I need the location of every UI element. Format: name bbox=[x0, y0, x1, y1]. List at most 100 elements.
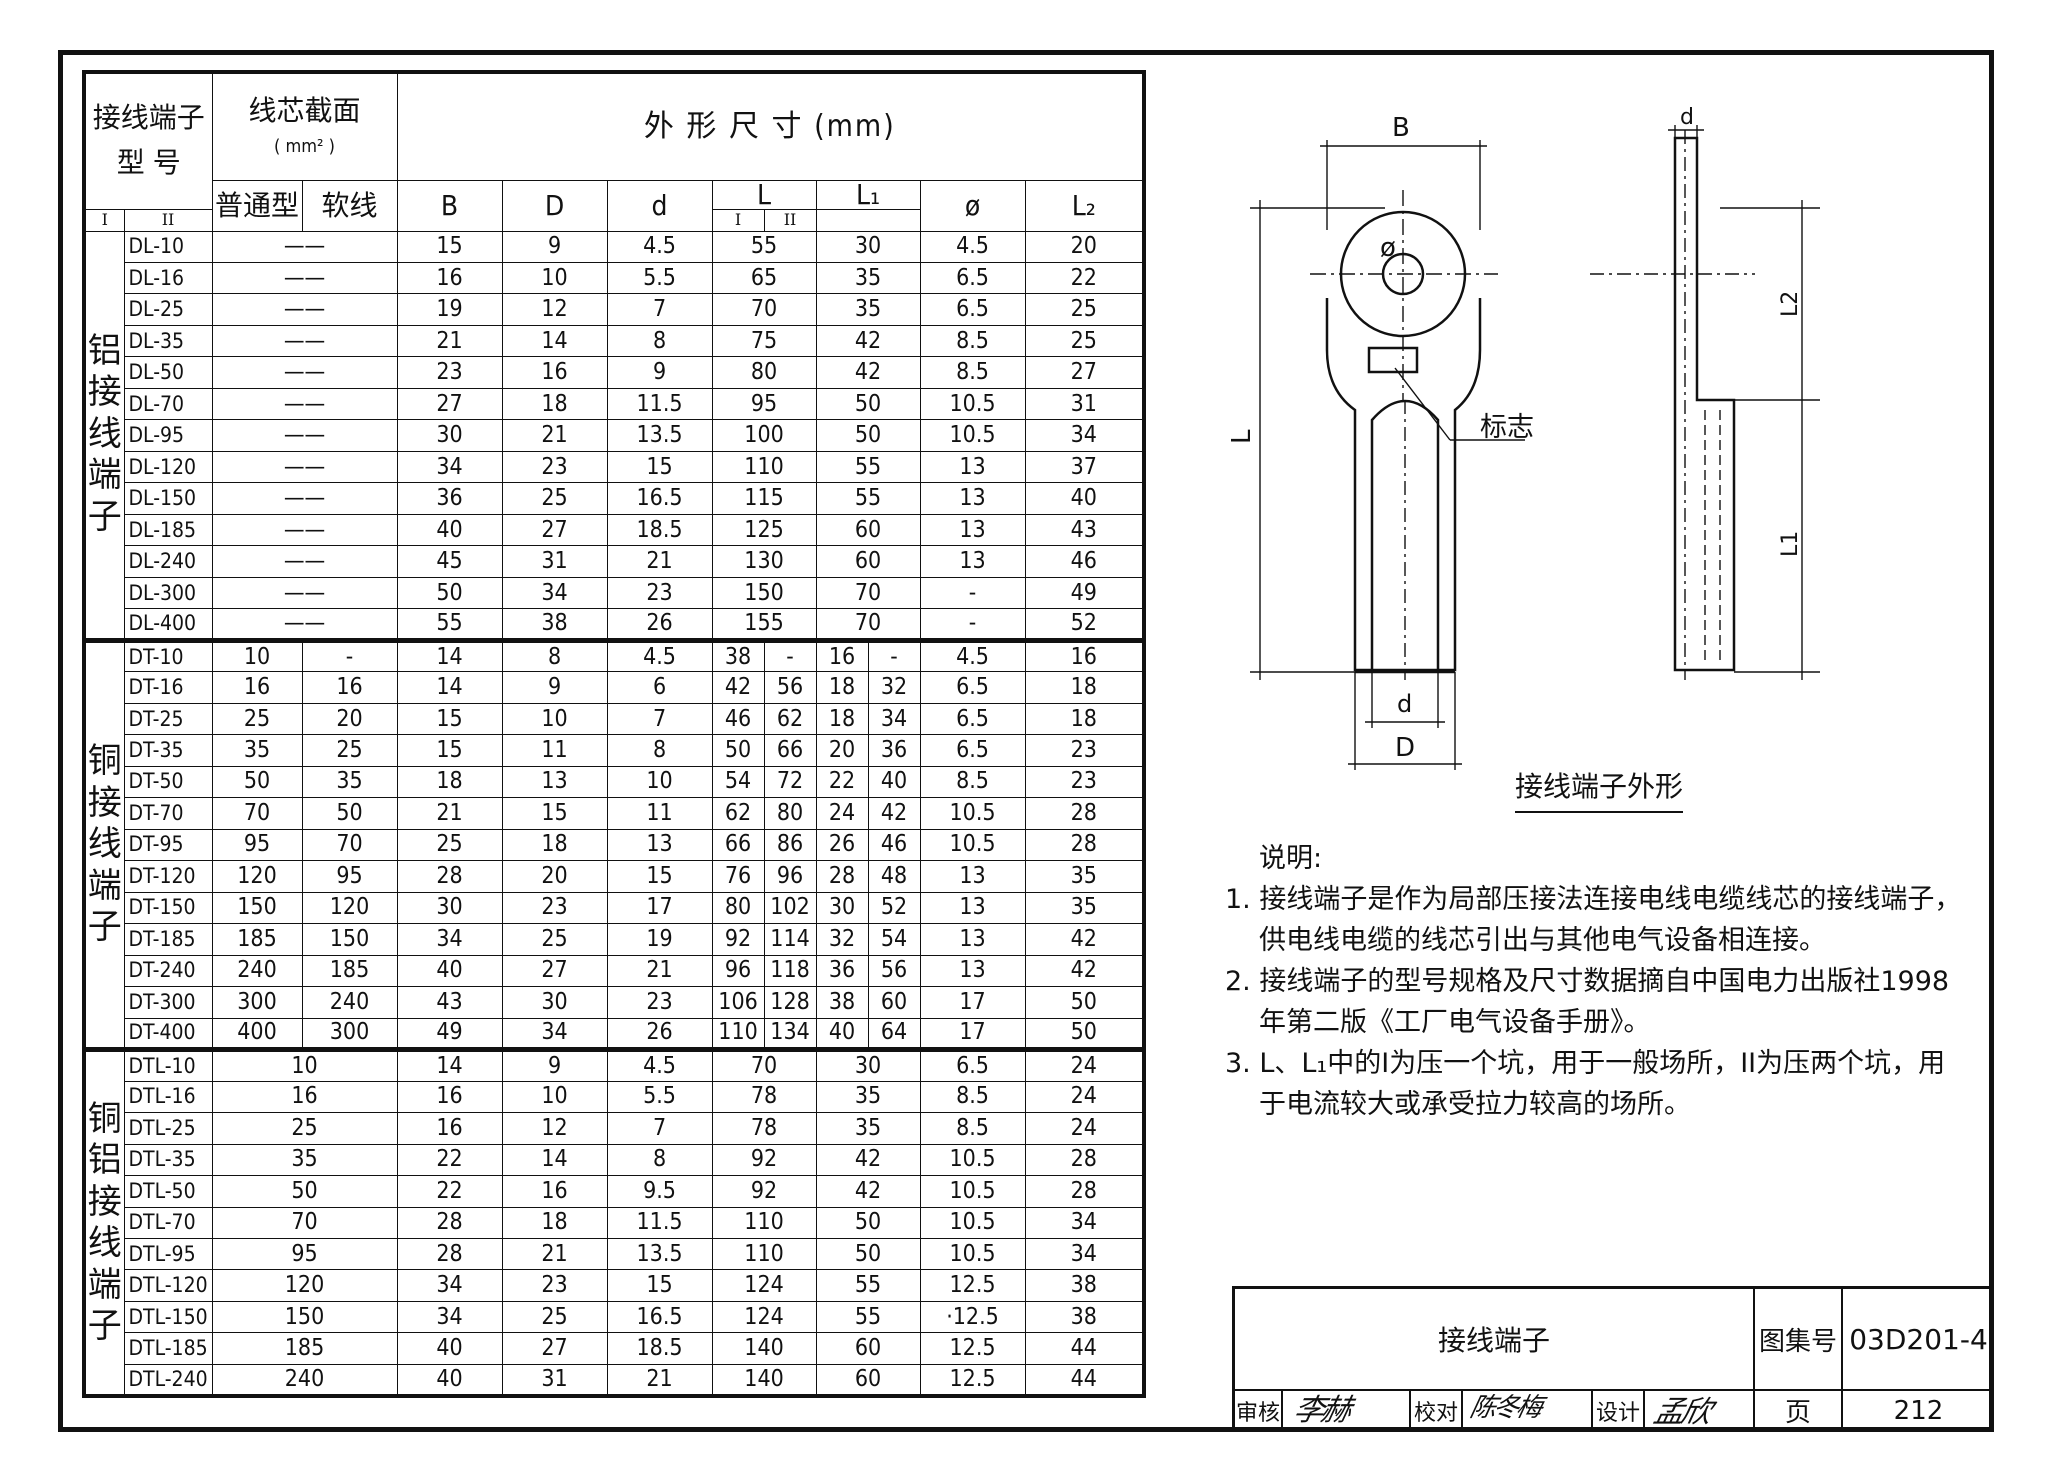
l2-cell: 35 bbox=[1024, 891, 1145, 925]
l-cell: 124 bbox=[711, 1300, 817, 1334]
b-cell: 23 bbox=[396, 356, 503, 389]
l-cell: 140 bbox=[711, 1332, 817, 1365]
l2-cell: 46 bbox=[1024, 545, 1145, 578]
d-outer-cell: 11 bbox=[501, 734, 608, 767]
ordinary-area-cell: 400 bbox=[211, 1017, 303, 1053]
soft-area-cell: 20 bbox=[301, 702, 398, 736]
phi-cell: 10.5 bbox=[919, 828, 1026, 862]
l1-press2-cell: 42 bbox=[867, 797, 921, 830]
bottom-d-label: d bbox=[1397, 690, 1412, 718]
area-cell: —— bbox=[211, 293, 398, 326]
l-press1-cell: 106 bbox=[711, 986, 765, 1019]
d-inner-cell: 4.5 bbox=[606, 639, 713, 673]
b-cell: 28 bbox=[396, 860, 503, 893]
l-press2-cell: - bbox=[763, 639, 817, 673]
d-outer-cell: 10 bbox=[501, 702, 608, 736]
soft-area-cell: 16 bbox=[301, 671, 398, 704]
d-inner-cell: 13 bbox=[606, 828, 713, 862]
model-cell: DT-10 bbox=[123, 639, 213, 673]
area-cell: —— bbox=[211, 513, 398, 547]
l2-cell: 31 bbox=[1024, 387, 1145, 421]
side-d-label: d bbox=[1680, 105, 1694, 130]
model-cell: DT-70 bbox=[123, 797, 213, 830]
b-cell: 15 bbox=[396, 734, 503, 767]
l2-cell: 50 bbox=[1024, 986, 1145, 1019]
d-inner-cell: 21 bbox=[606, 545, 713, 578]
b-cell: 15 bbox=[396, 702, 503, 736]
l1-cell: 55 bbox=[815, 1269, 921, 1302]
d-inner-cell: 4.5 bbox=[606, 230, 713, 263]
area-cell: —— bbox=[211, 576, 398, 610]
bottom-big-d-label: D bbox=[1395, 733, 1415, 763]
d-inner-cell: 23 bbox=[606, 576, 713, 610]
model-cell: DT-95 bbox=[123, 828, 213, 862]
ordinary-area-cell: 185 bbox=[211, 923, 303, 956]
l1-cell: 60 bbox=[815, 1363, 921, 1397]
l1-press2-cell: 46 bbox=[867, 828, 921, 862]
ordinary-area-cell: 35 bbox=[211, 734, 303, 767]
l1-press1-cell: 38 bbox=[815, 986, 869, 1019]
d-outer-cell: 14 bbox=[501, 1143, 608, 1177]
l1-cell: 70 bbox=[815, 576, 921, 610]
d-outer-cell: 23 bbox=[501, 450, 608, 484]
title-block: 接线端子 图集号 03D201-4 审核 校对 设计 页 212 李赫 陈冬梅 … bbox=[1232, 1286, 1994, 1432]
l2-cell: 52 bbox=[1024, 608, 1145, 643]
d-inner-cell: 4.5 bbox=[606, 1049, 713, 1082]
l-press2-cell: 72 bbox=[763, 765, 817, 799]
l-cell: 65 bbox=[711, 261, 817, 295]
b-cell: 14 bbox=[396, 639, 503, 673]
diagram-caption: 接线端子外形 bbox=[1515, 765, 1684, 813]
model-cell: DTL-35 bbox=[123, 1143, 213, 1177]
d-outer-cell: 9 bbox=[501, 671, 608, 704]
area-cell: 240 bbox=[211, 1363, 398, 1397]
model-cell: DL-35 bbox=[123, 324, 213, 358]
l-cell: 78 bbox=[711, 1080, 817, 1114]
l1-press1-cell: 30 bbox=[815, 891, 869, 925]
l-press2-cell: 114 bbox=[763, 923, 817, 956]
phi-cell: 10.5 bbox=[919, 419, 1026, 452]
phi-cell: 4.5 bbox=[919, 230, 1026, 263]
d-outer-cell: 34 bbox=[501, 1017, 608, 1053]
page-number: 212 bbox=[1893, 1395, 1944, 1426]
l-cell: 70 bbox=[711, 1049, 817, 1082]
d-outer-cell: 13 bbox=[501, 765, 608, 799]
l1-press2-cell: 64 bbox=[867, 1017, 921, 1053]
l1-press1-cell: 36 bbox=[815, 954, 869, 988]
b-cell: 40 bbox=[396, 954, 503, 988]
l1-press2-cell: 56 bbox=[867, 954, 921, 988]
area-cell: 120 bbox=[211, 1269, 398, 1302]
l1-press1-cell: 18 bbox=[815, 671, 869, 704]
d-outer-cell: 10 bbox=[501, 1080, 608, 1114]
d-outer-cell: 23 bbox=[501, 1269, 608, 1302]
l2-cell: 25 bbox=[1024, 324, 1145, 358]
l2-cell: 28 bbox=[1024, 1143, 1145, 1177]
phi-cell: 8.5 bbox=[919, 324, 1026, 358]
l1-cell: 55 bbox=[815, 450, 921, 484]
l1-press1-cell: 26 bbox=[815, 828, 869, 862]
soft-area-cell: - bbox=[301, 639, 398, 673]
b-cell: 43 bbox=[396, 986, 503, 1019]
d-outer-cell: 25 bbox=[501, 482, 608, 515]
l-dim-label: L bbox=[1227, 429, 1257, 444]
l2-cell: 18 bbox=[1024, 702, 1145, 736]
l2-cell: 18 bbox=[1024, 671, 1145, 704]
drawing-frame bbox=[58, 50, 1994, 1432]
design-signature: 孟欣 bbox=[1650, 1395, 1712, 1430]
l2-cell: 23 bbox=[1024, 734, 1145, 767]
l2-cell: 16 bbox=[1024, 639, 1145, 673]
phi-cell: 8.5 bbox=[919, 356, 1026, 389]
check-signature: 陈冬梅 bbox=[1467, 1393, 1543, 1423]
b-cell: 55 bbox=[396, 608, 503, 643]
l1-dim-label: L1 bbox=[1778, 531, 1803, 557]
b-cell: 14 bbox=[396, 1049, 503, 1082]
model-cell: DTL-120 bbox=[123, 1269, 213, 1302]
phi-cell: 4.5 bbox=[919, 639, 1026, 673]
area-header: 线芯截面 ( mm² ) bbox=[211, 71, 398, 181]
